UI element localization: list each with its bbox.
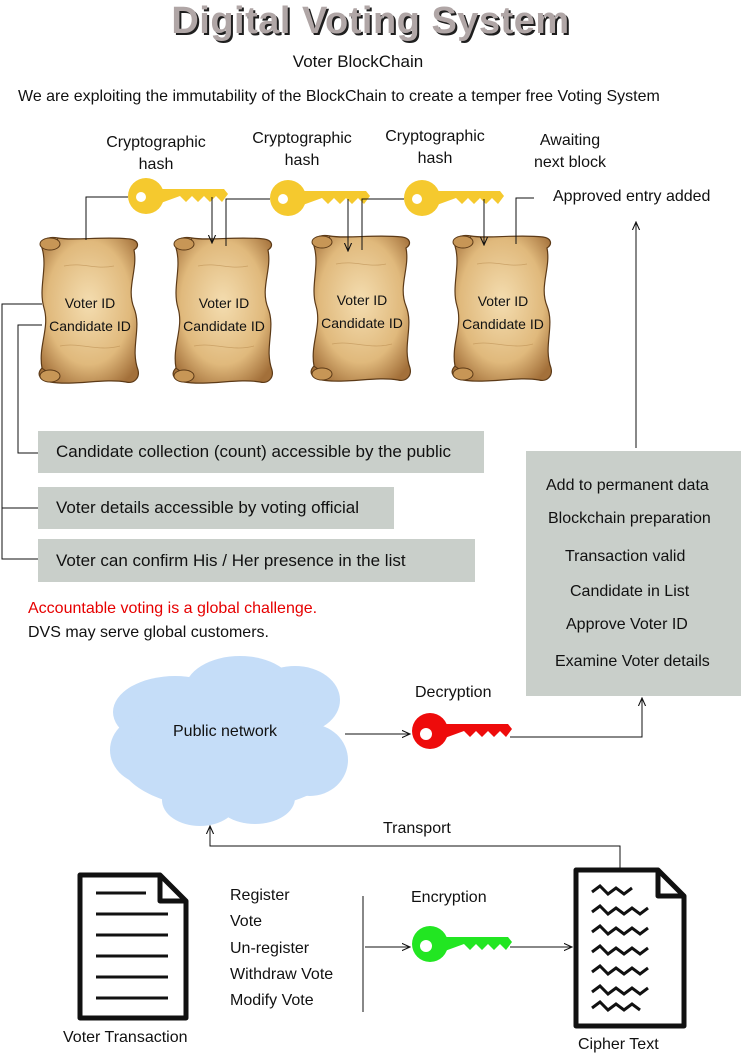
decryption-label: Decryption <box>415 684 492 701</box>
hash-label-3: Cryptographic hash <box>385 128 485 167</box>
hash-label-2: Cryptographic hash <box>252 130 352 169</box>
block-2-candidate-id: Candidate ID <box>183 318 265 334</box>
step-add-permanent: Add to permanent data <box>546 477 709 494</box>
official-access-box: Voter details accessible by voting offic… <box>38 487 394 529</box>
block-4-voter-id: Voter ID <box>477 293 529 309</box>
page-subtitle: Voter BlockChain <box>292 52 424 71</box>
customers-note: DVS may serve global customers. <box>28 624 269 641</box>
step-approve-voter-id: Approve Voter ID <box>566 616 688 633</box>
public-access-box: Candidate collection (count) accessible … <box>38 431 484 473</box>
voter-access-box: Voter can confirm His / Her presence in … <box>38 539 475 582</box>
public-network-cloud <box>110 656 348 826</box>
approved-entry-label: Approved entry added <box>553 188 711 205</box>
network-arrows <box>210 698 642 1012</box>
op-register: Register <box>230 887 290 904</box>
op-withdraw-vote: Withdraw Vote <box>230 966 334 983</box>
encryption-key-icon <box>412 926 512 962</box>
step-transaction-valid: Transaction valid <box>565 548 686 565</box>
step-candidate-in-list: Candidate in List <box>570 583 690 600</box>
public-network-label: Public network <box>173 723 278 740</box>
hash-label-1: Cryptographic hash <box>106 134 206 173</box>
encryption-label: Encryption <box>411 889 487 906</box>
block-2-text: Voter ID Candidate ID <box>174 292 274 338</box>
page-title: Digital Voting System <box>171 0 570 42</box>
voter-transaction-doc-icon <box>77 872 189 1021</box>
block-1-text: Voter ID Candidate ID <box>40 292 140 338</box>
cipher-text-label: Cipher Text <box>578 1036 659 1053</box>
block-2-voter-id: Voter ID <box>198 295 250 311</box>
hash-key-icon-2 <box>270 180 370 216</box>
block-3-voter-id: Voter ID <box>336 292 388 308</box>
step-examine-voter-details: Examine Voter details <box>555 653 710 670</box>
cipher-text-doc-icon <box>573 867 687 1029</box>
transport-label: Transport <box>383 820 451 837</box>
block-4-candidate-id: Candidate ID <box>462 316 544 332</box>
block-1-candidate-id: Candidate ID <box>49 318 131 334</box>
awaiting-next-block-label: Awaiting next block <box>533 132 607 171</box>
access-brackets <box>1 303 42 560</box>
step-blockchain-prep: Blockchain preparation <box>548 510 711 527</box>
block-3-text: Voter ID Candidate ID <box>312 289 412 335</box>
block-3-candidate-id: Candidate ID <box>321 315 403 331</box>
hash-key-icon-1 <box>128 178 228 214</box>
op-vote: Vote <box>230 913 263 930</box>
block-4-text: Voter ID Candidate ID <box>453 290 553 336</box>
validation-process-panel: Add to permanent data Blockchain prepara… <box>526 451 741 696</box>
decryption-key-icon <box>412 713 512 749</box>
challenge-note: Accountable voting is a global challenge… <box>28 600 318 617</box>
voter-transaction-label: Voter Transaction <box>63 1029 188 1046</box>
chain-connectors <box>85 196 636 448</box>
op-modify-vote: Modify Vote <box>230 992 314 1009</box>
hash-key-icon-3 <box>404 180 504 216</box>
op-unregister: Un-register <box>230 940 310 957</box>
tagline: We are exploiting the immutability of th… <box>18 88 660 105</box>
block-1-voter-id: Voter ID <box>64 295 116 311</box>
